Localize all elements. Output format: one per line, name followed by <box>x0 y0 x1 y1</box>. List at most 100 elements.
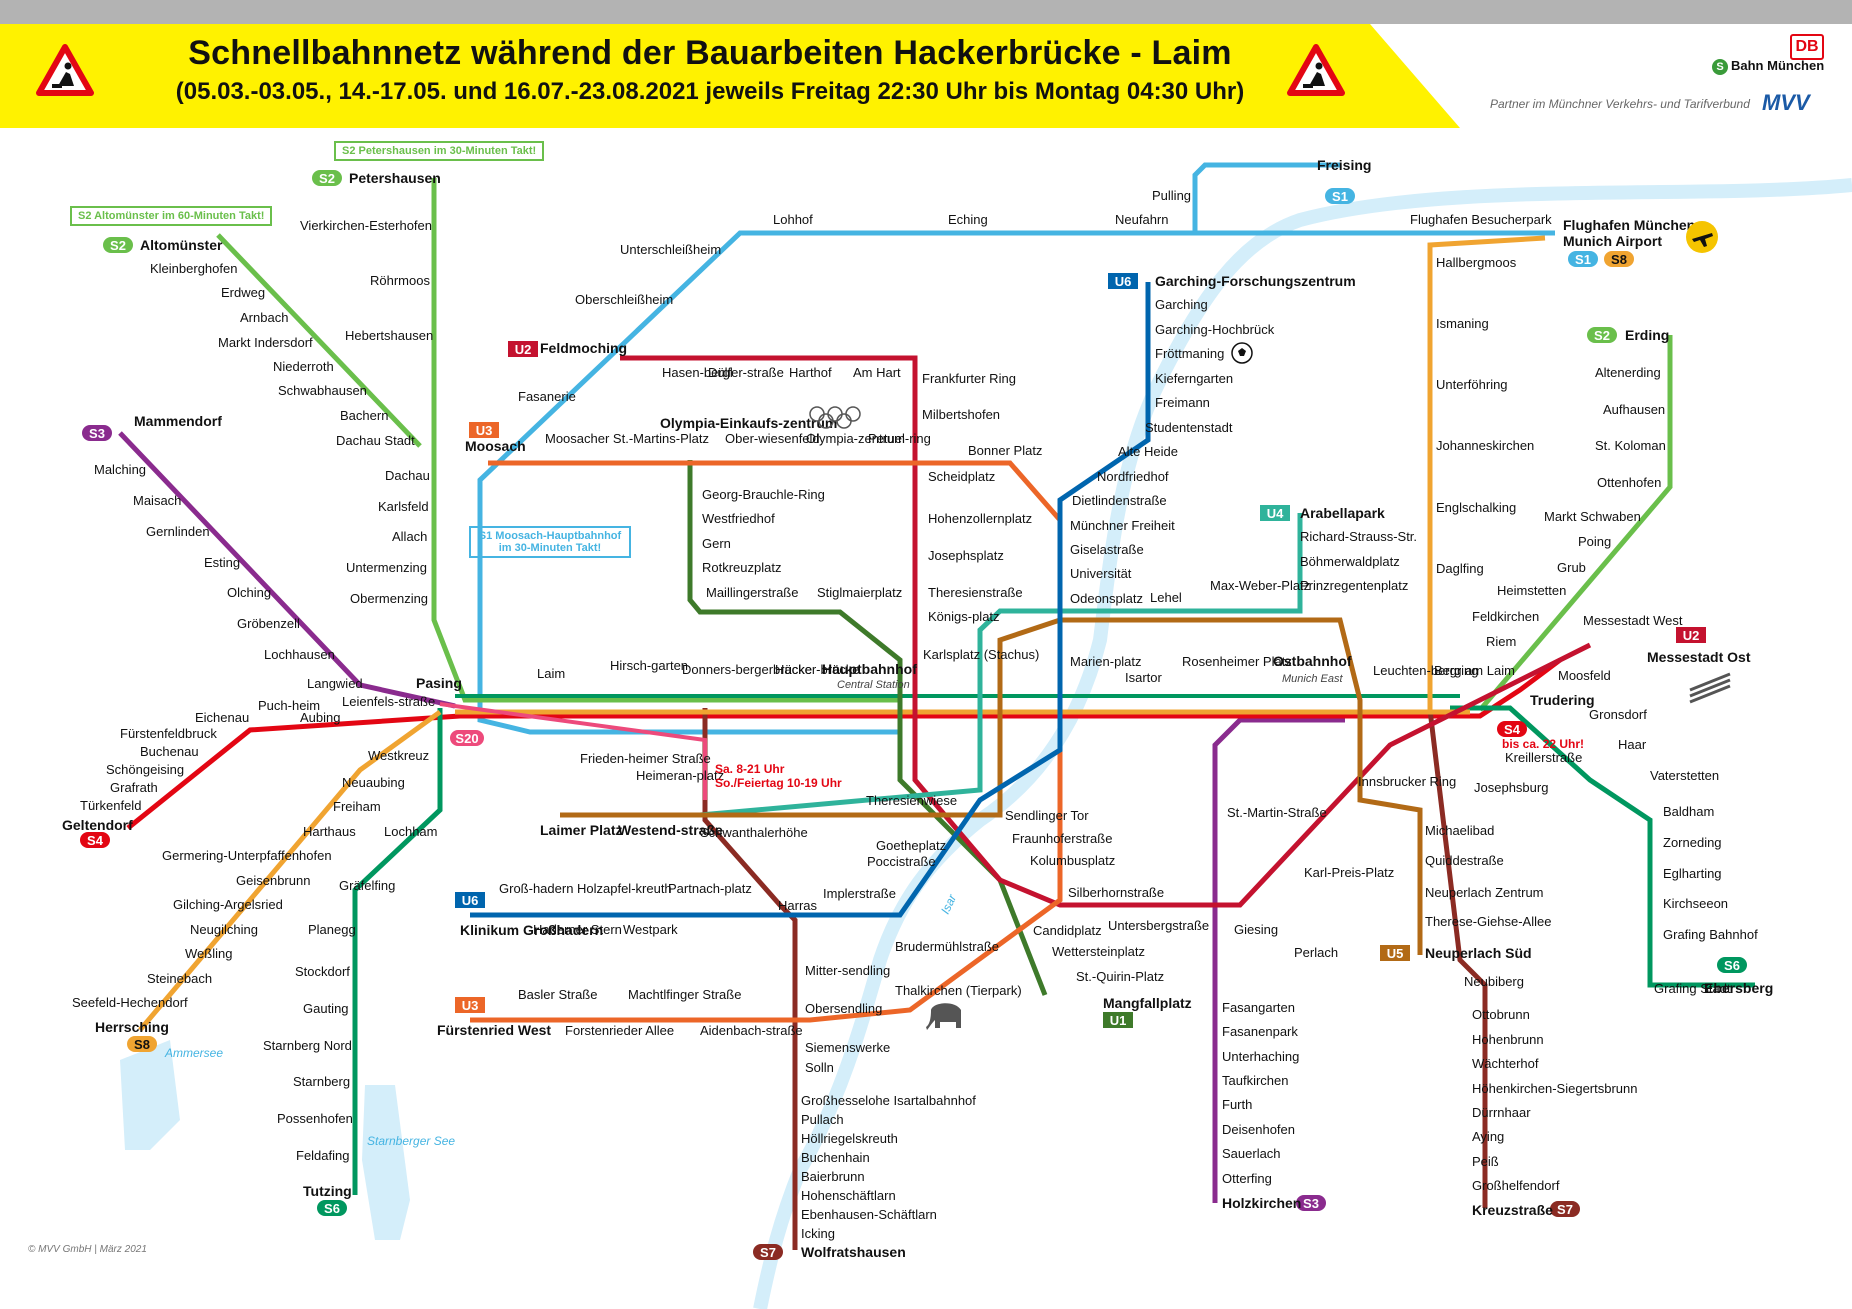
station-schoengeising: Schöngeising <box>106 762 184 777</box>
station-graefelfing: Gräfelfing <box>339 878 395 893</box>
station-petershausen: Petershausen <box>349 170 441 186</box>
station-markt-indersdorf: Markt Indersdorf <box>218 335 313 350</box>
station-scheidplatz: Scheidplatz <box>928 469 995 484</box>
station-giselastrasse: Giselastraße <box>1070 542 1144 557</box>
station-munich-east: Munich East <box>1282 673 1343 685</box>
station-grafing-stadt: Grafing Stadt <box>1654 981 1731 996</box>
station-ismaning: Ismaning <box>1436 316 1489 331</box>
station-fuerstenfeldbruck: Fürstenfeldbruck <box>120 726 217 741</box>
station-froettmaning: Fröttmaning <box>1155 346 1224 361</box>
station-otterfing: Otterfing <box>1222 1171 1272 1186</box>
station-hoehenkirchen: Höhenkirchen-Siegertsbrunn <box>1472 1081 1637 1096</box>
line-s6 <box>352 705 1755 1195</box>
line-s8-west <box>138 709 442 1032</box>
station-untersberg: Untersbergstraße <box>1108 918 1209 933</box>
station-fraunhofer: Fraunhoferstraße <box>1012 831 1112 846</box>
badge-s6-tutzing: S6 <box>317 1200 347 1216</box>
station-niederroth: Niederroth <box>273 359 334 374</box>
station-obermenzing: Obermenzing <box>350 591 428 606</box>
station-oberwiesenfeld: Ober-wiesenfeld <box>725 431 820 446</box>
station-seefeld: Seefeld-Hechendorf <box>72 995 188 1010</box>
badge-text: S6 <box>1724 958 1740 973</box>
station-geltendorf: Geltendorf <box>62 817 133 833</box>
station-laimer-platz: Laimer Platz <box>540 822 622 838</box>
station-odeonsplatz: Odeonsplatz <box>1070 591 1143 606</box>
river-isar-label: Isar <box>938 891 960 916</box>
station-westpark: Westpark <box>623 922 678 937</box>
station-kolumbusplatz: Kolumbusplatz <box>1030 853 1115 868</box>
badge-s7-kreuzstrasse: S7 <box>1550 1201 1580 1217</box>
station-neugilching: Neugilching <box>190 922 258 937</box>
station-harthaus: Harthaus <box>303 824 356 839</box>
station-malching: Malching <box>94 462 146 477</box>
station-starnberg: Starnberg <box>293 1074 350 1089</box>
station-basler: Basler Straße <box>518 987 597 1002</box>
station-st-quirin: St.-Quirin-Platz <box>1076 969 1164 984</box>
station-garching-fz: Garching-Forschungszentrum <box>1155 273 1356 289</box>
station-koenigsplatz: Königs-platz <box>928 609 1000 624</box>
db-logo: DB <box>1790 34 1824 60</box>
station-kreuzstrasse: Kreuzstraße <box>1472 1202 1553 1218</box>
station-petuelring: Petuel-ring <box>868 431 931 446</box>
station-daglfing: Daglfing <box>1436 561 1484 576</box>
station-furth: Furth <box>1222 1097 1252 1112</box>
station-geisenbrunn: Geisenbrunn <box>236 873 310 888</box>
station-boehmerwald: Böhmerwaldplatz <box>1300 554 1400 569</box>
station-neuperlach-zentrum: Neuperlach Zentrum <box>1425 885 1544 900</box>
station-lohhof: Lohhof <box>773 212 813 227</box>
station-gauting: Gauting <box>303 1001 349 1016</box>
station-arnbach: Arnbach <box>240 310 288 325</box>
station-karlsfeld: Karlsfeld <box>378 499 429 514</box>
station-hackerbruecke: Hacker-brücke <box>775 662 860 677</box>
station-westkreuz: Westkreuz <box>368 748 429 763</box>
station-hohenschaeftlarn: Hohenschäftlarn <box>801 1188 896 1203</box>
badge-text: S1 <box>1332 189 1348 204</box>
lake-ammersee-label: Ammersee <box>164 1046 223 1060</box>
badge-u3-fuerstenried: U3 <box>455 997 485 1013</box>
station-gronsdorf: Gronsdorf <box>1589 707 1647 722</box>
note-s4-time: bis ca. 22 Uhr! <box>1502 737 1584 751</box>
station-waechterhof: Wächterhof <box>1472 1056 1539 1071</box>
station-possenhofen: Possenhofen <box>277 1111 353 1126</box>
badge-text: S3 <box>89 426 105 441</box>
station-unterhaching: Unterhaching <box>1222 1049 1299 1064</box>
station-partnachplatz: Partnach-platz <box>668 881 752 896</box>
badge-text: U2 <box>1683 628 1700 643</box>
lake-starnberger-label: Starnberger See <box>367 1134 455 1148</box>
station-unterschleissheim: Unterschleißheim <box>620 242 721 257</box>
football-stadium-icon <box>1231 342 1253 364</box>
station-karl-preis: Karl-Preis-Platz <box>1304 865 1394 880</box>
mvv-logo: MVV <box>1762 90 1810 115</box>
station-deisenhofen: Deisenhofen <box>1222 1122 1295 1137</box>
station-isartor: Isartor <box>1125 670 1163 685</box>
station-flughafen-besucherpark: Flughafen Besucherpark <box>1410 212 1552 227</box>
line-s1-main <box>477 162 1555 735</box>
station-groebenzell: Gröbenzell <box>237 616 300 631</box>
station-hohenbrunn: Hohenbrunn <box>1472 1032 1544 1047</box>
badge-s2-altomuenster: S2 <box>103 237 133 253</box>
station-aufhausen: Aufhausen <box>1603 402 1665 417</box>
station-starnberg-nord: Starnberg Nord <box>263 1038 352 1053</box>
station-kirchseeon: Kirchseeon <box>1663 896 1728 911</box>
station-eglharting: Eglharting <box>1663 866 1722 881</box>
station-solln: Solln <box>805 1060 834 1075</box>
station-mittersendling: Mitter-sendling <box>805 963 890 978</box>
station-candidplatz: Candidplatz <box>1033 923 1102 938</box>
station-aubing: Aubing <box>300 710 340 725</box>
station-laim: Laim <box>537 666 565 681</box>
station-neubiberg: Neubiberg <box>1464 974 1524 989</box>
station-grosshadern: Groß-hadern <box>499 881 573 896</box>
station-studentenstadt: Studentenstadt <box>1145 420 1233 435</box>
station-roehrmoos: Röhrmoos <box>370 273 430 288</box>
badge-text: U4 <box>1267 506 1284 521</box>
badge-s2-petershausen: S2 <box>312 170 342 186</box>
station-sauerlach: Sauerlach <box>1222 1146 1281 1161</box>
badge-text: U5 <box>1387 946 1404 961</box>
line-s2-alto <box>216 233 422 448</box>
line-u6 <box>470 282 1151 918</box>
station-baierbrunn: Baierbrunn <box>801 1169 865 1184</box>
note-s2-petershausen: S2 Petershausen im 30-Minuten Takt! <box>334 141 545 161</box>
station-gernlinden: Gernlinden <box>146 524 210 539</box>
station-berg-am-laim: Berg am Laim <box>1434 663 1515 678</box>
badge-text: S8 <box>1611 252 1627 267</box>
